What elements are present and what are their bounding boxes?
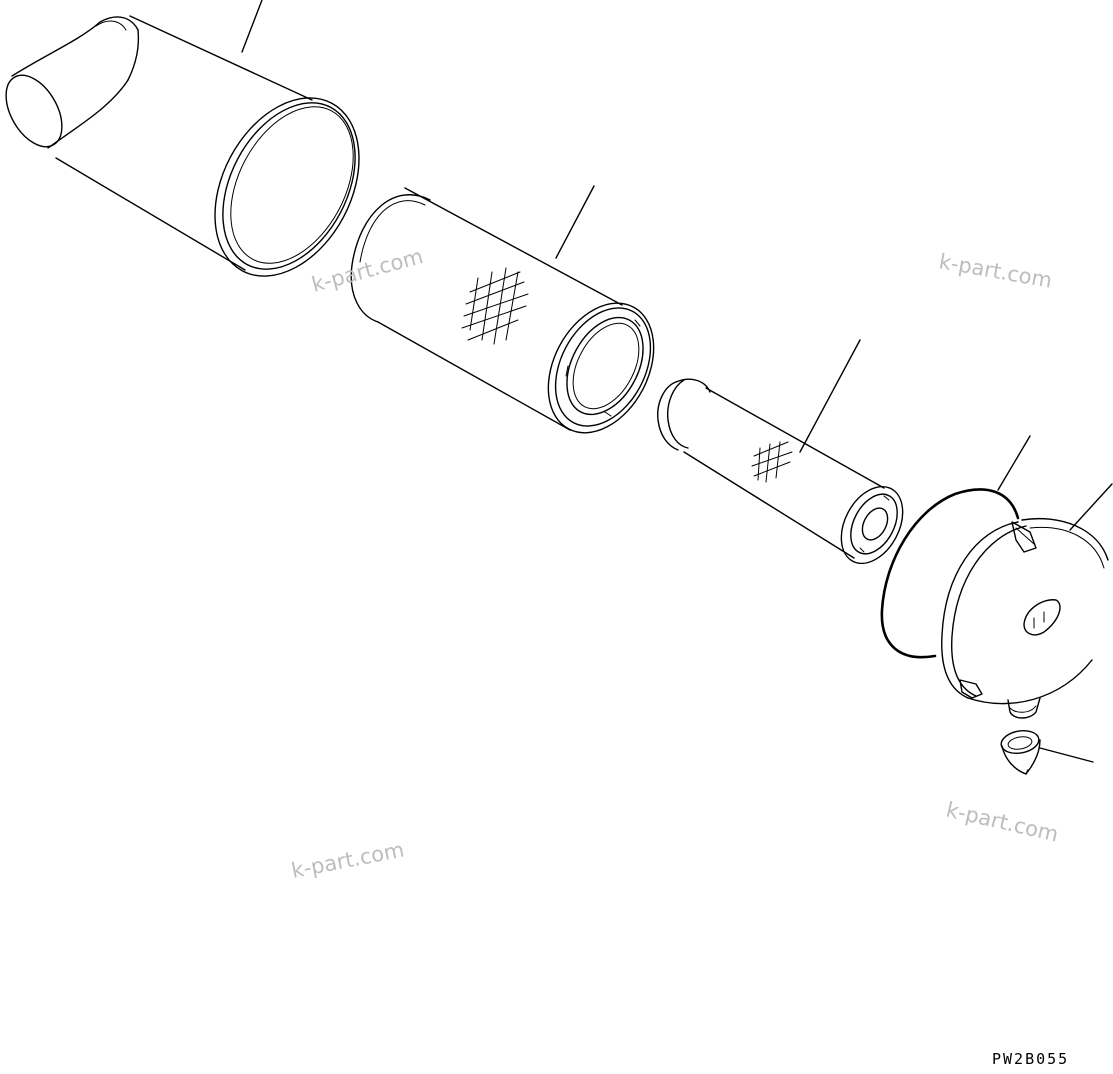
gasket-ring (880, 435, 1031, 659)
watermark-text: k-part.com (937, 249, 1054, 292)
watermark-text: k-part.com (944, 797, 1061, 846)
drawing-code: PW2B055 (992, 1050, 1069, 1068)
inner-filter-element (657, 339, 904, 565)
evacuator-valve (1000, 729, 1094, 775)
cover-cap (941, 483, 1113, 719)
watermark-text: k-part.com (309, 244, 426, 297)
air-cleaner-body (5, 0, 360, 277)
watermark-text: k-part.com (289, 838, 406, 883)
outer-filter-element (350, 185, 655, 434)
